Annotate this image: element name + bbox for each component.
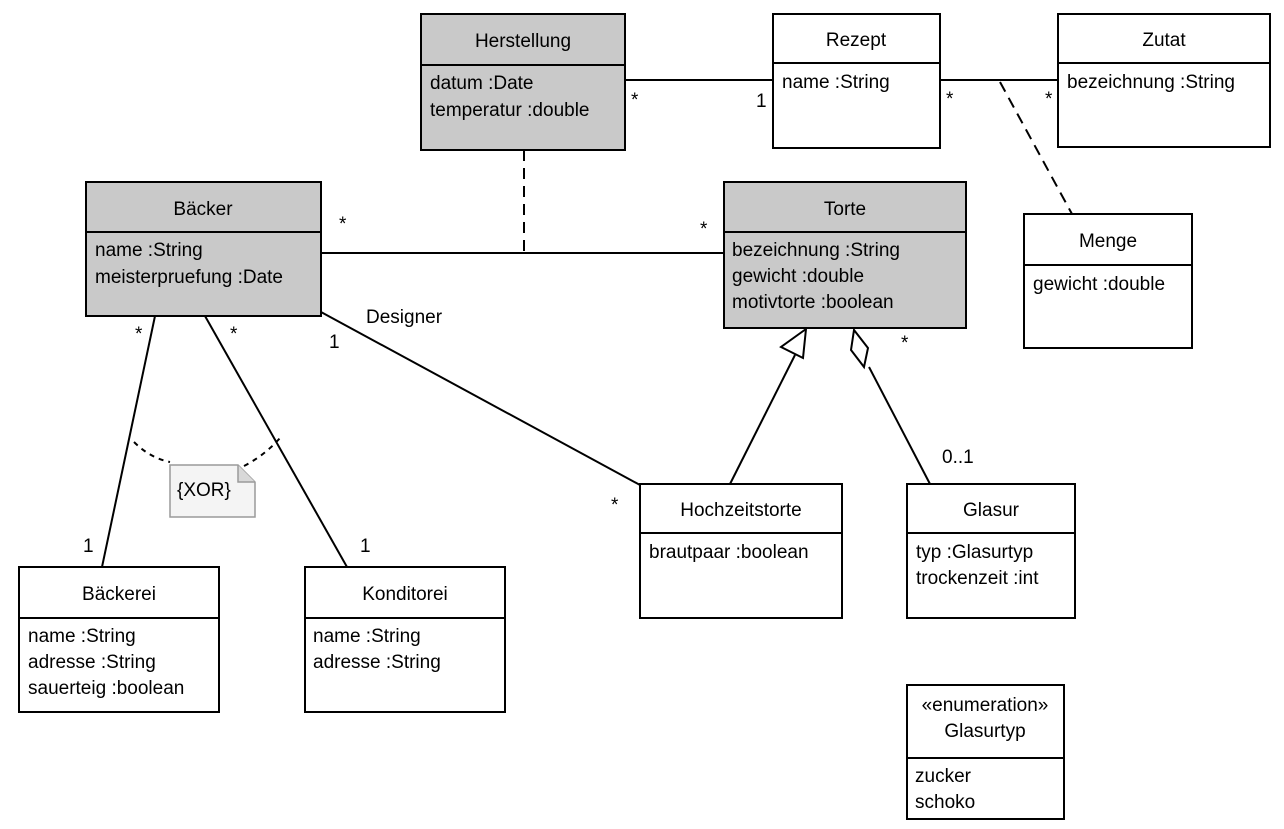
class-name: Bäcker [173, 199, 233, 220]
aggregation-line [868, 366, 931, 485]
class-attr: name :String [313, 626, 421, 647]
generalization-line [729, 354, 796, 485]
connectors [101, 79, 1073, 568]
assoc-baecker-baeckerei [101, 315, 156, 568]
class-attr: gewicht :double [1033, 274, 1165, 295]
class-name: Hochzeitstorte [680, 500, 801, 521]
class-attr: datum :Date [430, 73, 534, 94]
multiplicity: * [946, 89, 954, 110]
multiplicity: * [611, 495, 619, 516]
multiplicity: 1 [756, 91, 767, 112]
class-name: Rezept [826, 30, 887, 51]
class-attr: temperatur :double [430, 100, 590, 121]
multiplicity: * [901, 333, 909, 354]
class-glasur[interactable]: Glasur typ :Glasurtyp trockenzeit :int [906, 483, 1076, 619]
class-name: Glasur [963, 500, 1020, 521]
multiplicity: * [1045, 89, 1053, 110]
class-attr: bezeichnung :String [1067, 72, 1235, 93]
class-name: Torte [824, 199, 866, 220]
class-attr: brautpaar :boolean [649, 542, 809, 563]
class-name: Konditorei [362, 584, 448, 605]
enum-glasurtyp[interactable]: «enumeration» Glasurtyp zucker schoko [906, 684, 1065, 820]
multiplicity: * [631, 90, 639, 111]
class-attr: meisterpruefung :Date [95, 267, 283, 288]
xor-constraint-arc-right [243, 437, 281, 467]
xor-constraint-arc [133, 441, 171, 463]
xor-note-text: {XOR} [177, 480, 231, 501]
class-name: Zutat [1142, 30, 1186, 51]
class-attr: adresse :String [28, 652, 156, 673]
class-attr: name :String [95, 240, 203, 261]
class-attr: motivtorte :boolean [732, 292, 894, 313]
class-torte[interactable]: Torte bezeichnung :String gewicht :doubl… [723, 181, 967, 329]
multiplicity: 1 [329, 332, 340, 353]
assoc-baecker-hochzeitstorte [320, 311, 641, 486]
class-zutat[interactable]: Zutat bezeichnung :String [1057, 13, 1271, 148]
assoc-class-link-menge [999, 81, 1073, 215]
class-attr: gewicht :double [732, 266, 864, 287]
class-menge[interactable]: Menge gewicht :double [1023, 213, 1193, 349]
class-attr: name :String [28, 626, 136, 647]
class-baeckerei[interactable]: Bäckerei name :String adresse :String sa… [18, 566, 220, 713]
class-attr: name :String [782, 72, 890, 93]
multiplicity: 0..1 [942, 447, 974, 468]
class-name: Menge [1079, 231, 1137, 252]
assoc-label-designer: Designer [366, 307, 443, 328]
class-rezept[interactable]: Rezept name :String [772, 13, 941, 149]
class-konditorei[interactable]: Konditorei name :String adresse :String [304, 566, 506, 713]
multiplicity: * [230, 324, 238, 345]
aggregation-diamond [849, 327, 870, 370]
enum-literal: schoko [915, 792, 975, 813]
multiplicity: 1 [83, 536, 94, 557]
class-attr: adresse :String [313, 652, 441, 673]
class-attr: sauerteig :boolean [28, 678, 184, 699]
class-name: Glasurtyp [944, 721, 1025, 742]
multiplicities: * 1 * * * * * * 1 1 1 * * 0..1 [83, 89, 1053, 557]
multiplicity: 1 [360, 536, 371, 557]
class-hochzeitstorte[interactable]: Hochzeitstorte brautpaar :boolean [639, 483, 843, 619]
class-baecker[interactable]: Bäcker name :String meisterpruefung :Dat… [85, 181, 322, 317]
multiplicity: * [135, 324, 143, 345]
xor-note: {XOR} [169, 464, 256, 518]
enum-literal: zucker [915, 766, 972, 787]
class-name: Herstellung [475, 31, 571, 52]
class-attr: bezeichnung :String [732, 240, 900, 261]
generalization-arrowhead [779, 326, 808, 360]
class-herstellung[interactable]: Herstellung datum :Date temperatur :doub… [420, 13, 626, 151]
multiplicity: * [339, 214, 347, 235]
enum-stereotype: «enumeration» [922, 695, 1049, 716]
multiplicity: * [700, 219, 708, 240]
class-name: Bäckerei [82, 584, 156, 605]
class-attr: typ :Glasurtyp [916, 542, 1033, 563]
class-attr: trockenzeit :int [916, 568, 1039, 589]
